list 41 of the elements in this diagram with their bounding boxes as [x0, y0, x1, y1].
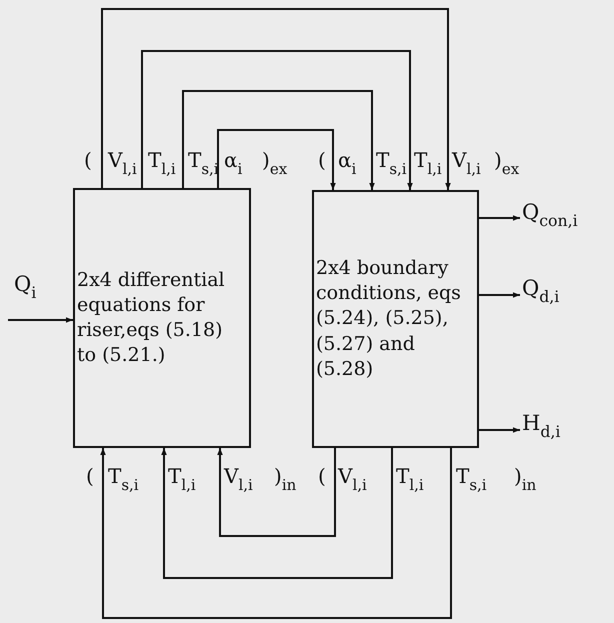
variable-symbol: α$_{i}$	[338, 150, 356, 177]
variable-symbol: T$_{l,i}$	[396, 466, 424, 493]
arrow	[217, 129, 336, 190]
equation-block	[312, 190, 479, 448]
variable-symbol: (	[86, 466, 94, 486]
variable-symbol: α$_{i}$	[224, 150, 242, 177]
arrow	[141, 50, 413, 190]
variable-symbol: T$_{l,i}$	[148, 150, 176, 177]
variable-symbol: (	[84, 150, 92, 170]
arrow	[161, 448, 393, 579]
arrow	[100, 448, 452, 619]
arrow	[217, 448, 336, 537]
variable-symbol: T$_{l,i}$	[414, 150, 442, 177]
variable-symbol: (	[318, 150, 326, 170]
arrow	[182, 90, 375, 190]
variable-symbol: (	[318, 466, 326, 486]
variable-symbol: V$_{l,i}$	[338, 466, 367, 493]
variable-symbol: T$_{s,i}$	[376, 150, 407, 177]
variable-symbol: )$_{in}$	[514, 466, 536, 493]
variable-symbol: V$_{l,i}$	[108, 150, 137, 177]
variable-symbol: T$_{s,i}$	[456, 466, 487, 493]
variable-label: H$_{d,i}$	[522, 411, 560, 442]
arrow	[101, 8, 451, 190]
variable-symbol: V$_{l,i}$	[224, 466, 253, 493]
variable-symbol: V$_{l,i}$	[452, 150, 481, 177]
arrow	[479, 427, 520, 433]
variable-label: Q$_{i}$	[14, 272, 36, 302]
arrow	[479, 292, 520, 298]
variable-symbol: )$_{ex}$	[494, 150, 520, 177]
equation-block	[73, 188, 251, 448]
arrow	[8, 317, 73, 323]
variable-label: Q$_{con,i}$	[522, 200, 578, 230]
block-description: 2x4 differential equations for riser,eqs (5.18) to (5.21.)	[77, 268, 226, 368]
arrow	[479, 215, 520, 221]
variable-symbol: T$_{s,i}$	[108, 466, 139, 493]
variable-symbol: T$_{s,i}$	[188, 150, 219, 177]
variable-symbol: )$_{ex}$	[262, 150, 288, 177]
variable-label: Q$_{d,i}$	[522, 276, 560, 306]
variable-symbol: )$_{in}$	[274, 466, 296, 493]
block-description: 2x4 boundary conditions, eqs (5.24), (5.25), (5.27) and (5.28)	[316, 256, 462, 382]
variable-symbol: T$_{l,i}$	[168, 466, 196, 493]
